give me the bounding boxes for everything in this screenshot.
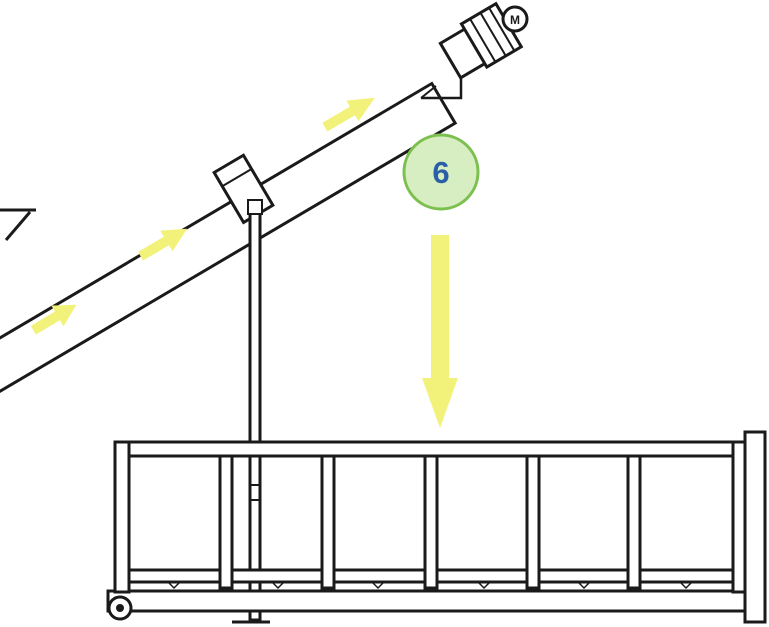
motor-label: M — [510, 13, 520, 27]
support-leg — [232, 199, 270, 624]
flow-arrow-icon — [30, 304, 77, 335]
step-badge — [402, 133, 480, 211]
conveyor-tube — [0, 81, 458, 395]
hopper-edge — [0, 208, 36, 241]
receiving-trough — [106, 430, 767, 624]
motor-icon — [501, 5, 529, 33]
flow-arrows-on-tube — [30, 97, 375, 335]
flow-arrow-icon — [322, 97, 375, 132]
caster-wheel-icon — [107, 595, 133, 621]
step-number: 6 — [432, 155, 449, 190]
downward-flow-arrow-icon — [422, 235, 458, 428]
flow-arrow-icon — [138, 228, 188, 261]
motor-assembly — [420, 1, 529, 100]
